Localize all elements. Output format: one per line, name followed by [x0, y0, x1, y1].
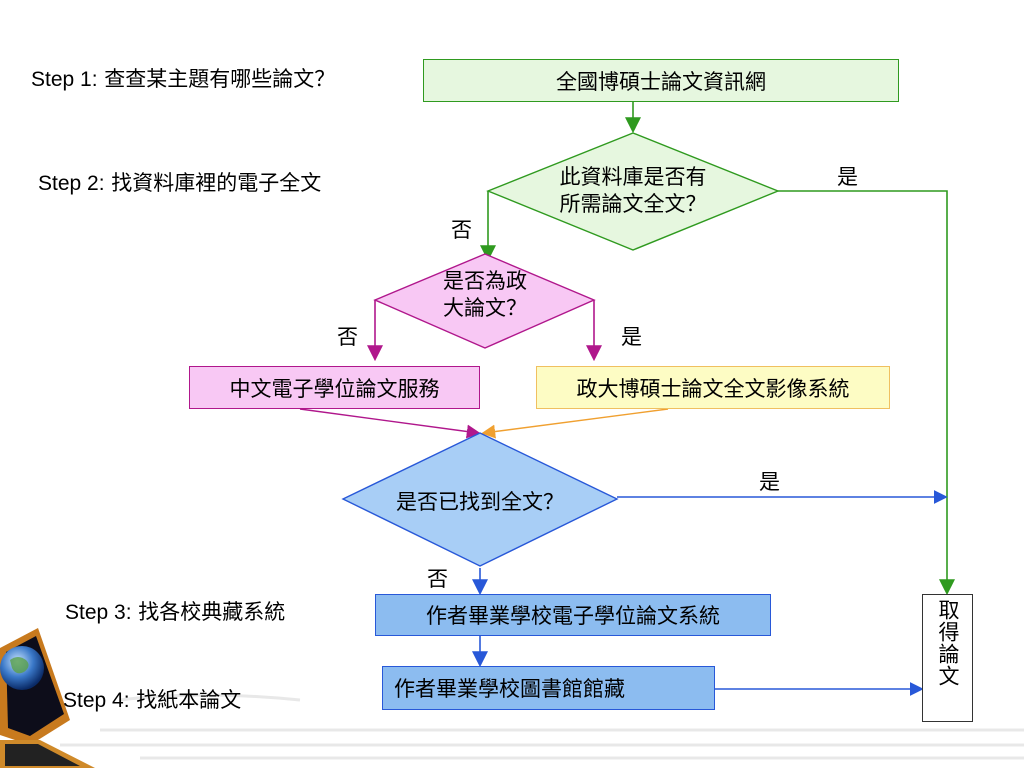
decision-nccu-thesis-diamond [373, 253, 596, 349]
edge-label-no-decision3: 否 [427, 567, 448, 591]
step-4-label: Step 4: 找紙本論文 [63, 684, 241, 714]
decision-found-fulltext-label: 是否已找到全文？ [396, 490, 564, 514]
laptop-globe-illustration [0, 628, 95, 768]
edge-label-yes-decision1: 是 [837, 165, 858, 189]
step-4-text: 找紙本論文 [129, 688, 242, 712]
service-right-box: 政大博碩士論文全文影像系統 [536, 366, 890, 409]
edge-label-yes-decision3: 是 [759, 470, 780, 494]
edge-label-no-decision1: 否 [451, 218, 472, 242]
service-left-label: 中文電子學位論文服務 [229, 376, 440, 401]
result-box: 取得論文 [922, 594, 973, 722]
step-2-text: 找資料庫裡的電子全文 [104, 171, 322, 195]
decision-nccu-thesis-line2: 大論文？ [443, 296, 527, 320]
step-1-number: Step 1: [31, 68, 98, 91]
decision-has-fulltext-line1: 此資料庫是否有 [559, 165, 707, 189]
start-node-label: 全國博碩士論文資訊網 [556, 69, 766, 94]
edge-label-yes-decision2: 是 [621, 325, 642, 349]
step-1-label: Step 1: 查查某主題有哪些論文？ [31, 63, 335, 93]
school-system-box: 作者畢業學校電子學位論文系統 [375, 594, 771, 636]
service-left-box: 中文電子學位論文服務 [189, 366, 480, 409]
decision-found-fulltext-diamond [341, 432, 619, 567]
start-node-box: 全國博碩士論文資訊網 [423, 59, 899, 102]
decision-nccu-thesis-label: 是否為政 大論文？ [420, 268, 550, 322]
step-2-label: Step 2: 找資料庫裡的電子全文 [38, 167, 321, 197]
decision-has-fulltext-line2: 所需論文全文？ [559, 192, 707, 216]
step-3-label: Step 3: 找各校典藏系統 [65, 596, 285, 626]
step-4-number: Step 4: [63, 689, 130, 712]
decision-has-fulltext-label: 此資料庫是否有 所需論文全文？ [533, 164, 733, 218]
school-library-label: 作者畢業學校圖書館館藏 [394, 677, 625, 701]
school-library-box: 作者畢業學校圖書館館藏 [382, 666, 715, 710]
service-right-label: 政大博碩士論文全文影像系統 [576, 376, 850, 401]
floor-lines-decoration [60, 693, 1024, 760]
decision-nccu-thesis-line1: 是否為政 [443, 269, 527, 293]
step-1-text: 查查某主題有哪些論文？ [97, 67, 336, 91]
edge-label-no-decision2: 否 [337, 325, 358, 349]
step-3-text: 找各校典藏系統 [131, 600, 286, 624]
result-label: 取得論文 [936, 599, 960, 687]
step-2-number: Step 2: [38, 172, 105, 195]
step-3-number: Step 3: [65, 601, 132, 624]
decision-has-fulltext-diamond [486, 132, 780, 251]
school-system-label: 作者畢業學校電子學位論文系統 [426, 604, 720, 628]
